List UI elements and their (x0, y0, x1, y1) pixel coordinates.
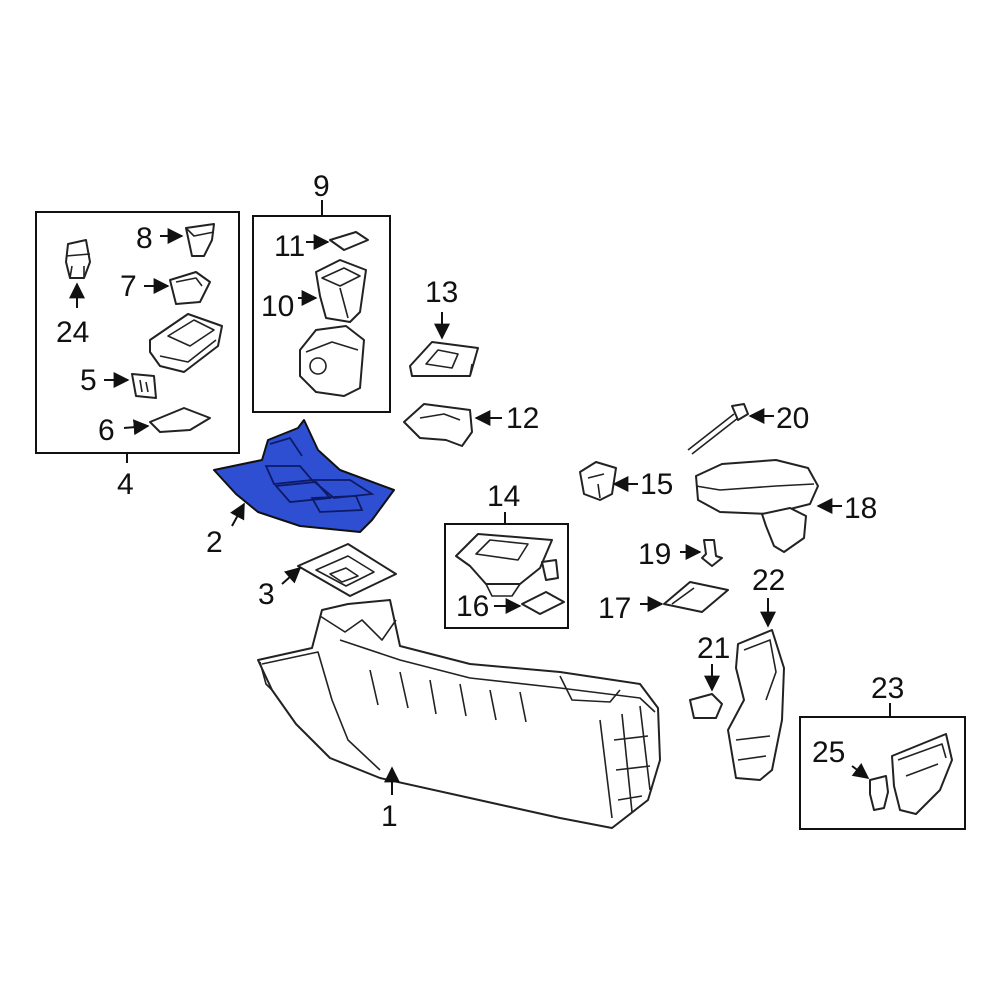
callout-23: 23 (871, 672, 904, 705)
leader-2 (230, 502, 245, 527)
group-box-4 (35, 211, 240, 454)
callout-14: 14 (487, 480, 520, 513)
callout-8: 8 (136, 222, 153, 255)
leader-6 (123, 419, 150, 436)
part-22-side-trim[interactable] (727, 629, 785, 781)
part-19-fastener[interactable] (701, 539, 723, 567)
part-16-pad[interactable] (521, 591, 565, 615)
callout-5: 5 (80, 364, 97, 397)
callout-21: 21 (697, 632, 730, 665)
part-4-cupholder-insert[interactable] (149, 313, 223, 373)
callout-1: 1 (381, 800, 398, 833)
part-2-trim-panel-highlighted[interactable] (213, 419, 395, 533)
part-14-shifter-housing[interactable] (455, 533, 553, 597)
leader-25 (851, 762, 870, 779)
callout-18: 18 (844, 492, 877, 525)
part-8-small-bin[interactable] (185, 223, 215, 257)
leader-3 (281, 566, 302, 585)
part-12-bracket[interactable] (403, 403, 473, 447)
part-25-clip[interactable] (869, 775, 889, 811)
callout-4: 4 (117, 468, 134, 501)
part-5-clip[interactable] (131, 373, 157, 399)
callout-11: 11 (274, 230, 305, 263)
callout-16: 16 (456, 590, 489, 623)
callout-19: 19 (638, 538, 671, 571)
part-15-hinge[interactable] (579, 461, 617, 501)
part-24-clip[interactable] (65, 239, 91, 279)
callout-13: 13 (425, 276, 458, 309)
callout-3: 3 (258, 578, 275, 611)
part-7-tray[interactable] (169, 271, 211, 305)
callout-6: 6 (98, 414, 115, 447)
part-21-clip[interactable] (689, 693, 723, 719)
part-20-rod[interactable] (687, 403, 749, 455)
callout-24: 24 (56, 316, 89, 349)
part-11-pad[interactable] (329, 231, 369, 251)
callout-9: 9 (313, 170, 330, 203)
callout-17: 17 (598, 592, 631, 625)
callout-12: 12 (506, 402, 539, 435)
part-23-side-pocket[interactable] (891, 733, 953, 815)
part-3-bezel[interactable] (297, 543, 397, 597)
part-17-lid-pad[interactable] (663, 581, 729, 613)
part-14-small-clip[interactable] (541, 559, 559, 581)
callout-25: 25 (812, 736, 845, 769)
callout-22: 22 (752, 564, 785, 597)
callout-7: 7 (120, 270, 137, 303)
part-10-cup-liner[interactable] (315, 259, 367, 323)
callout-10: 10 (261, 290, 294, 323)
part-18-armrest[interactable] (695, 459, 819, 553)
callout-20: 20 (776, 402, 809, 435)
callout-2: 2 (206, 526, 223, 559)
part-9-cup-holder[interactable] (299, 325, 365, 397)
callout-15: 15 (640, 468, 673, 501)
part-1-console-body[interactable] (257, 599, 661, 829)
part-6-pad[interactable] (149, 407, 211, 433)
part-13-shift-bezel[interactable] (409, 341, 479, 377)
group-box-14 (444, 523, 569, 629)
group-box-23 (799, 716, 966, 830)
